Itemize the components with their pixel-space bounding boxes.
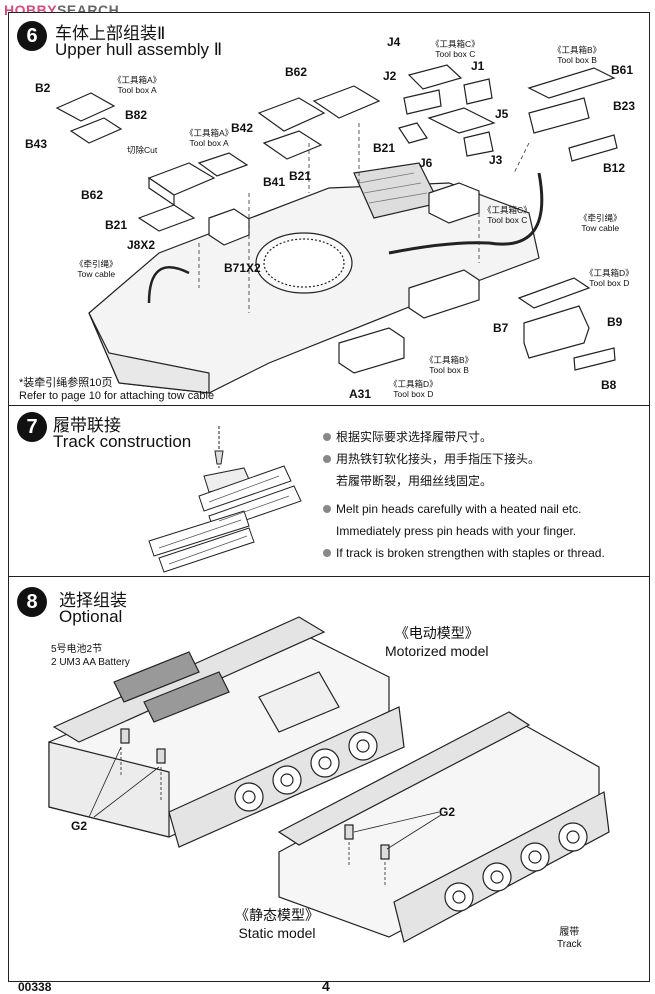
part-label-b12: B12 (603, 161, 626, 175)
part-label-b7: B7 (493, 321, 509, 335)
part-label-j1: J1 (471, 59, 485, 73)
part-label-b42: B42 (231, 121, 254, 135)
battery-label: 5号电池2节 2 UM3 AA Battery (51, 644, 130, 668)
track-instructions: 根据实际要求选择履带尺寸。 用热铁钉软化接头，用手指压下接头。 若履带断裂，用细… (323, 426, 605, 564)
part-label-b62-left: B62 (81, 188, 104, 202)
part-label-b21-right: B21 (373, 141, 396, 155)
part-label-b61: B61 (611, 63, 634, 77)
step-number-6: 6 (17, 21, 47, 51)
step-8-panel: 8 选择组装 Optional 5号电池2节 2 UM3 AA Battery … (8, 576, 650, 982)
bullet-icon (323, 549, 331, 557)
tool-box-c-label-1: 《工具箱C》Tool box C (431, 39, 480, 59)
tow-cable-note: *装牵引绳参照10页 Refer to page 10 for attachin… (19, 377, 215, 402)
part-label-b21-mid: B21 (289, 169, 312, 183)
tool-box-c-label-2: 《工具箱C》Tool box C (483, 205, 532, 225)
tool-box-a-label-2: 《工具箱A》Tool box A (185, 128, 234, 148)
optional-assembly-drawing (48, 616, 610, 943)
step6-title-cn: 车体上部组装Ⅱ (55, 24, 166, 43)
cut-label: 切除Cut (127, 145, 158, 155)
part-label-j2: J2 (383, 69, 397, 83)
part-label-b82: B82 (125, 108, 148, 122)
step-number-8: 8 (17, 587, 47, 617)
step-7-panel: 7 履带联接 Track construction 根据实际要求选择履带尺寸。 … (8, 405, 650, 578)
part-label-g2-motorized: G2 (71, 819, 88, 833)
step6-title-en: Upper hull assembly Ⅱ (55, 40, 223, 59)
step-number-7: 7 (17, 412, 47, 442)
step8-title-en: Optional (59, 607, 123, 626)
motorized-model-label: 《电动模型》 Motorized model (385, 625, 489, 659)
part-label-b71x2: B71X2 (224, 261, 261, 275)
part-label-b62-top: B62 (285, 65, 308, 79)
step7-title-en: Track construction (53, 432, 192, 451)
step7-title-cn: 履带联接 (53, 416, 121, 435)
step8-title-cn: 选择组装 (59, 591, 127, 610)
tool-box-d-label-1: 《工具箱D》Tool box D (585, 268, 634, 288)
bullet-icon (323, 505, 331, 513)
part-label-j6: J6 (419, 156, 433, 170)
part-label-j3: J3 (489, 153, 503, 167)
part-label-b2: B2 (35, 81, 51, 95)
part-label-b21-left: B21 (105, 218, 128, 232)
tow-cable-label-1: 《牵引绳》Tow cable (579, 213, 622, 233)
tow-cable-label-2: 《牵引绳》Tow cable (75, 259, 118, 279)
static-model-label: 《静态模型》 Static model (235, 907, 319, 941)
part-label-a31: A31 (349, 387, 372, 401)
part-label-b23: B23 (613, 99, 636, 113)
tool-box-d-label-2: 《工具箱D》Tool box D (389, 379, 438, 399)
part-label-g2-static: G2 (439, 805, 456, 819)
part-label-j8x2: J8X2 (127, 238, 156, 252)
tool-box-a-label-1: 《工具箱A》Tool box A (113, 75, 162, 95)
part-label-j5: J5 (495, 107, 509, 121)
tool-box-b-label-2: 《工具箱B》Tool box B (425, 355, 474, 375)
part-label-b43: B43 (25, 137, 48, 151)
page-number: 4 (322, 978, 330, 994)
bullet-icon (323, 433, 331, 441)
hull-assembly-drawing (55, 64, 618, 394)
part-label-b8: B8 (601, 378, 617, 392)
step-6-panel: 6 车体上部组装Ⅱ Upper hull assembly Ⅱ B2 B82 B… (8, 12, 650, 407)
track-construction-drawing (148, 426, 302, 573)
part-label-j4: J4 (387, 35, 401, 49)
product-code: 00338 (18, 980, 52, 994)
part-label-b9: B9 (607, 315, 623, 329)
bullet-icon (323, 455, 331, 463)
tool-box-b-label-1: 《工具箱B》Tool box B (553, 45, 602, 65)
part-label-b41: B41 (263, 175, 286, 189)
